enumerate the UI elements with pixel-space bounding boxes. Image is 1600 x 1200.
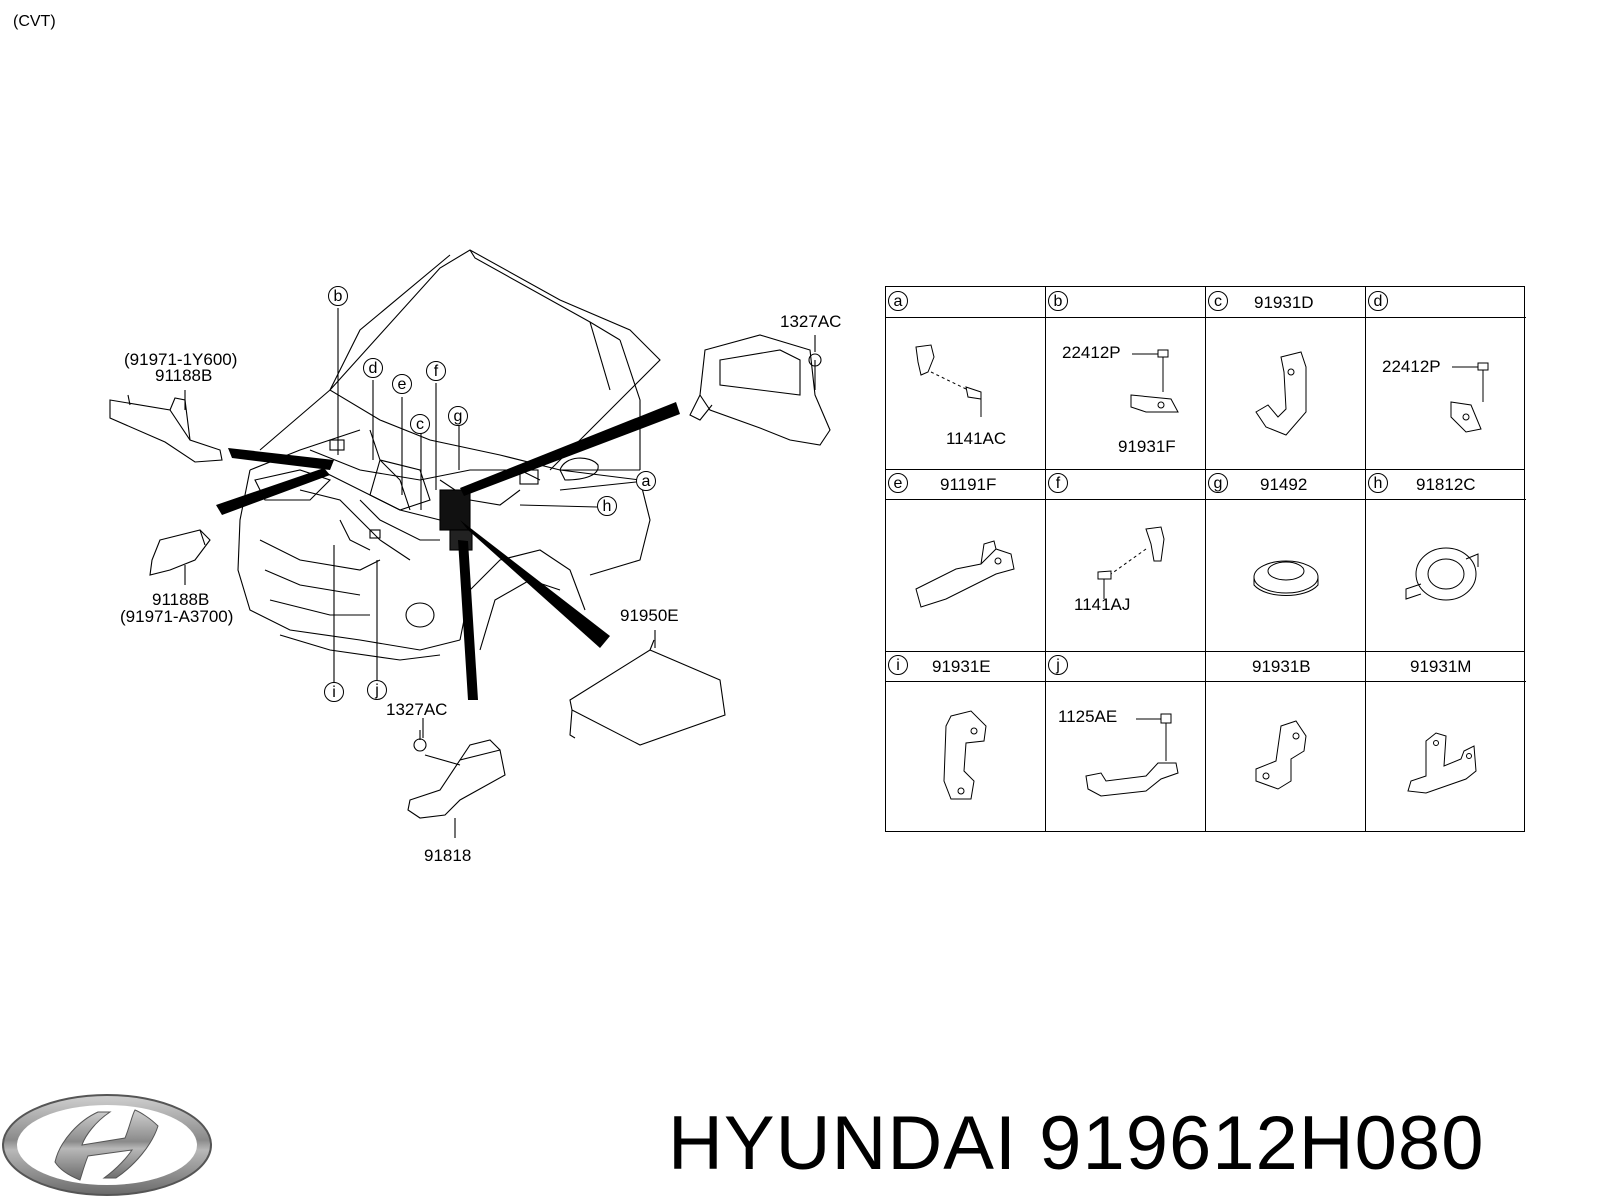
grid-cell-c: c 91931D (1206, 287, 1366, 469)
grid-cell-g: g 91492 (1206, 469, 1366, 651)
grid-letter-b: b (1048, 291, 1068, 311)
grid-g-part-91492: 91492 (1260, 475, 1308, 494)
grid-cell-b: b 22412P 91931F (1046, 287, 1206, 469)
callout-g: g (448, 406, 468, 426)
grid-cell-h: h 91812C (1366, 469, 1526, 651)
grid-letter-g: g (1208, 473, 1228, 493)
grid-letter-a: a (888, 291, 908, 311)
callout-i: i (324, 682, 344, 702)
grid-letter-f: f (1048, 473, 1068, 493)
callout-h: h (597, 496, 617, 516)
grid-letter-j: j (1048, 655, 1068, 675)
grid-e-part-91191f: 91191F (940, 475, 997, 494)
label-91188b-top: 91188B (155, 366, 213, 385)
label-1327ac-bottom: 1327AC (386, 700, 448, 719)
grid-cell-d: d 22412P (1366, 287, 1526, 469)
grid-cell-e: e 91191F (886, 469, 1046, 651)
grid-b-label-91931f: 91931F (1118, 437, 1176, 456)
grid-cell-91931b: 91931B (1206, 651, 1366, 833)
label-91188b-bottom: 91188B (152, 590, 210, 609)
bracket-clip-f-drawing (1097, 526, 1165, 599)
callout-j: j (367, 680, 387, 700)
grid-i-part-91931e: 91931E (932, 657, 991, 676)
grid-cell-i: i 91931E (886, 651, 1046, 833)
grid-letter-e: e (888, 473, 908, 493)
hyundai-logo-icon (2, 1094, 212, 1196)
brand-part-heading: HYUNDAI 919612H080 (668, 1100, 1484, 1187)
grid-b-label-22412p: 22412P (1062, 343, 1121, 362)
label-91950e: 91950E (620, 606, 679, 625)
bracket-clip-a-drawing (915, 344, 982, 417)
grid-part-91931b: 91931B (1252, 657, 1311, 676)
callout-e: e (392, 374, 412, 394)
grid-f-label-1141aj: 1141AJ (1074, 595, 1131, 614)
grid-j-label-1125ae: 1125AE (1058, 707, 1118, 726)
bracket-91931m-drawing (1407, 732, 1477, 794)
grid-letter-h: h (1368, 473, 1388, 493)
grid-d-label-22412p: 22412P (1382, 357, 1441, 376)
grommet-h-drawing (1405, 547, 1479, 601)
variant-label: (CVT) (13, 13, 56, 30)
grid-cell-91931m: 91931M (1366, 651, 1526, 833)
label-91971-a3700: (91971-A3700) (120, 607, 234, 626)
grid-letter-d: d (1368, 291, 1388, 311)
part-number: 919612H080 (1039, 1101, 1485, 1186)
grid-cell-f: f 1141AJ (1046, 469, 1206, 651)
grid-letter-i: i (888, 655, 908, 675)
label-91818: 91818 (424, 846, 472, 865)
grid-c-part-91931d: 91931D (1254, 293, 1314, 312)
bracket-i-drawing (943, 710, 987, 800)
bolt-bracket-j-drawing (1085, 713, 1179, 797)
grommet-g-drawing (1253, 560, 1319, 596)
callout-f: f (426, 361, 446, 381)
brand-name: HYUNDAI (668, 1101, 1018, 1186)
grid-cell-j: j 1125AE (1046, 651, 1206, 833)
grid-h-part-91812c: 91812C (1416, 475, 1476, 494)
label-1327ac-top: 1327AC (780, 312, 842, 331)
grid-part-91931m: 91931M (1410, 657, 1472, 676)
grid-a-label-1141ac: 1141AC (946, 429, 1007, 448)
label-91971-1y600: (91971-1Y600) (124, 350, 238, 369)
bolt-bracket-d-drawing (1450, 362, 1489, 433)
callout-d: d (363, 358, 383, 378)
callout-a: a (636, 471, 656, 491)
bolt-bracket-b-drawing (1130, 349, 1179, 413)
grid-cell-a: a 1141AC (886, 287, 1046, 469)
callout-c: c (410, 414, 430, 434)
bracket-91931b-drawing (1255, 720, 1307, 790)
vehicle-wiring-diagram (109, 249, 831, 838)
bracket-e-drawing (915, 540, 1015, 608)
detail-parts-grid: a 1141AC b 22412P 91931F c (885, 286, 1526, 833)
callout-b: b (328, 286, 348, 306)
grid-letter-c: c (1208, 291, 1228, 311)
bracket-c-drawing (1255, 351, 1307, 436)
